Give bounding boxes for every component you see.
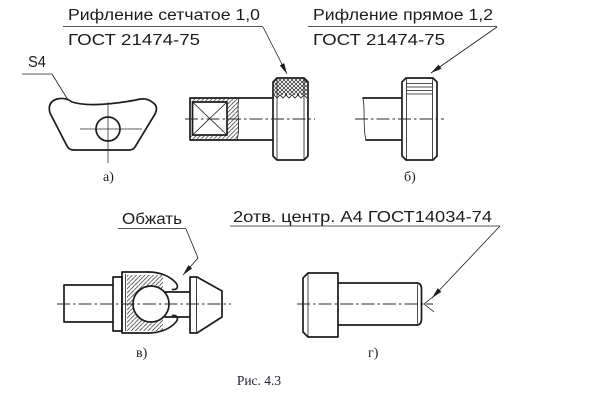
- crimped-lip-bottom: [147, 314, 179, 334]
- shaft-outline: [362, 97, 403, 141]
- callout-diamond-knurl: Рифление сетчатое 1,0 ГОСТ 21474-75: [63, 7, 288, 75]
- leader-arrow: [182, 228, 199, 276]
- section-hatch: [190, 135, 227, 140]
- figure-caption: Рис. 4.3: [237, 373, 282, 388]
- callout-diamond-knurl-gost: ГОСТ 21474-75: [68, 32, 200, 49]
- part-a-wing-piece: S4 а): [22, 54, 158, 185]
- rod-outline: [63, 284, 114, 323]
- sublabel-g: г): [368, 346, 379, 361]
- straight-knurl-lines: [406, 83, 433, 95]
- crimped-lip-top: [147, 271, 179, 291]
- cone-flange: [189, 276, 198, 334]
- cone-outline: [196, 276, 223, 334]
- part-b-straight-knurl: б): [355, 77, 444, 185]
- callout-diamond-knurl-text: Рифление сетчатое 1,0: [68, 7, 260, 24]
- break-line: [236, 97, 240, 141]
- knurl-zigzag-edge: [273, 94, 308, 99]
- part-v-crimped-joint: Обжать в): [57, 211, 231, 361]
- wing-outline: [48, 97, 158, 151]
- sublabel-v: в): [136, 346, 148, 361]
- crimp-note: Обжать: [122, 211, 182, 228]
- cone-fill: [197, 277, 222, 333]
- socket-body: [121, 271, 149, 334]
- center-lines: [80, 102, 142, 163]
- leader-arrow: [430, 26, 498, 74]
- part-g-center-holes: 2отв. центр. А4 ГОСТ14034-74 г): [230, 209, 501, 361]
- section-hatch: [190, 98, 227, 102]
- sublabel-b: б): [404, 170, 416, 185]
- leader-arrow: [262, 26, 288, 75]
- leader-arrow: [431, 225, 501, 299]
- view-diamond-knurl-screw: [185, 77, 315, 161]
- sublabel-a: а): [103, 170, 114, 185]
- diamond-knurl-area: [274, 79, 307, 95]
- callout-straight-knurl-text: Рифление прямое 1,2: [313, 7, 493, 24]
- callout-straight-knurl: Рифление прямое 1,2 ГОСТ 21474-75: [308, 7, 498, 74]
- center-hole-mark: [423, 295, 435, 313]
- center-holes-note: 2отв. центр. А4 ГОСТ14034-74: [233, 209, 492, 226]
- callout-straight-knurl-gost: ГОСТ 21474-75: [313, 32, 445, 49]
- thickness-label: S4: [28, 54, 46, 71]
- hole: [95, 116, 121, 142]
- diagonal-lines: [192, 101, 228, 136]
- shaft-outline: [337, 282, 418, 326]
- head-outline: [302, 272, 339, 338]
